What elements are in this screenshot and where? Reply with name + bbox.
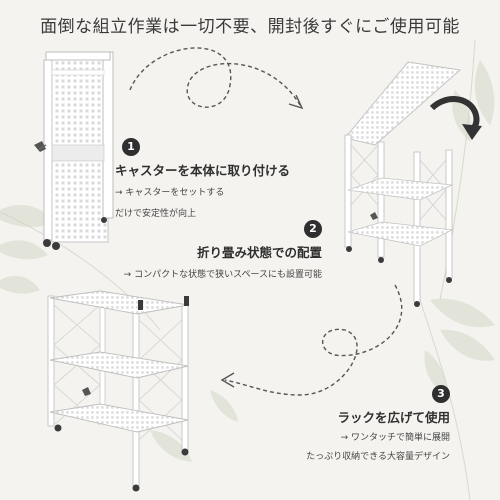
step-1-number-badge: 1 [122,138,140,156]
headline: 面倒な組立作業は一切不要、開封後すぐにご使用可能 [40,17,460,37]
step-3-desc-line1: → ワンタッチで簡単に展開 [340,433,450,443]
step-3-number-badge: 3 [432,385,450,403]
step-1-desc-line1: → キャスターをセットする [115,188,225,198]
step-2-desc-line1: → コンパクトな状態で狭いスペースにも設置可能 [123,270,322,280]
dashed-curved-arrow-icon [129,47,304,110]
unfolding-rack-image [344,61,462,307]
step-3: 3 ラックを広げて使用 → ワンタッチで簡単に展開 たっぷり収納できる大容量デザ… [306,385,450,464]
expanded-rack-image [47,290,189,492]
step-3-desc-line2: たっぷり収納できる大容量デザイン [306,452,450,462]
step-2-title: 折り畳み状態での配置 [196,245,322,260]
folded-rack-image [34,51,114,250]
step-1-desc-line2: だけで安定性が向上 [115,209,197,219]
rotate-arrow-icon [429,96,482,140]
dashed-curved-arrow-icon [220,284,403,396]
step-1: 1 キャスターを本体に取り付ける → キャスターをセットする だけで安定性が向上 [115,138,290,221]
step-3-title: ラックを広げて使用 [337,410,450,425]
step-2: 2 折り畳み状態での配置 → コンパクトな状態で狭いスペースにも設置可能 [124,220,322,282]
step-1-title: キャスターを本体に取り付ける [115,163,291,178]
step-2-number-badge: 2 [304,220,322,238]
